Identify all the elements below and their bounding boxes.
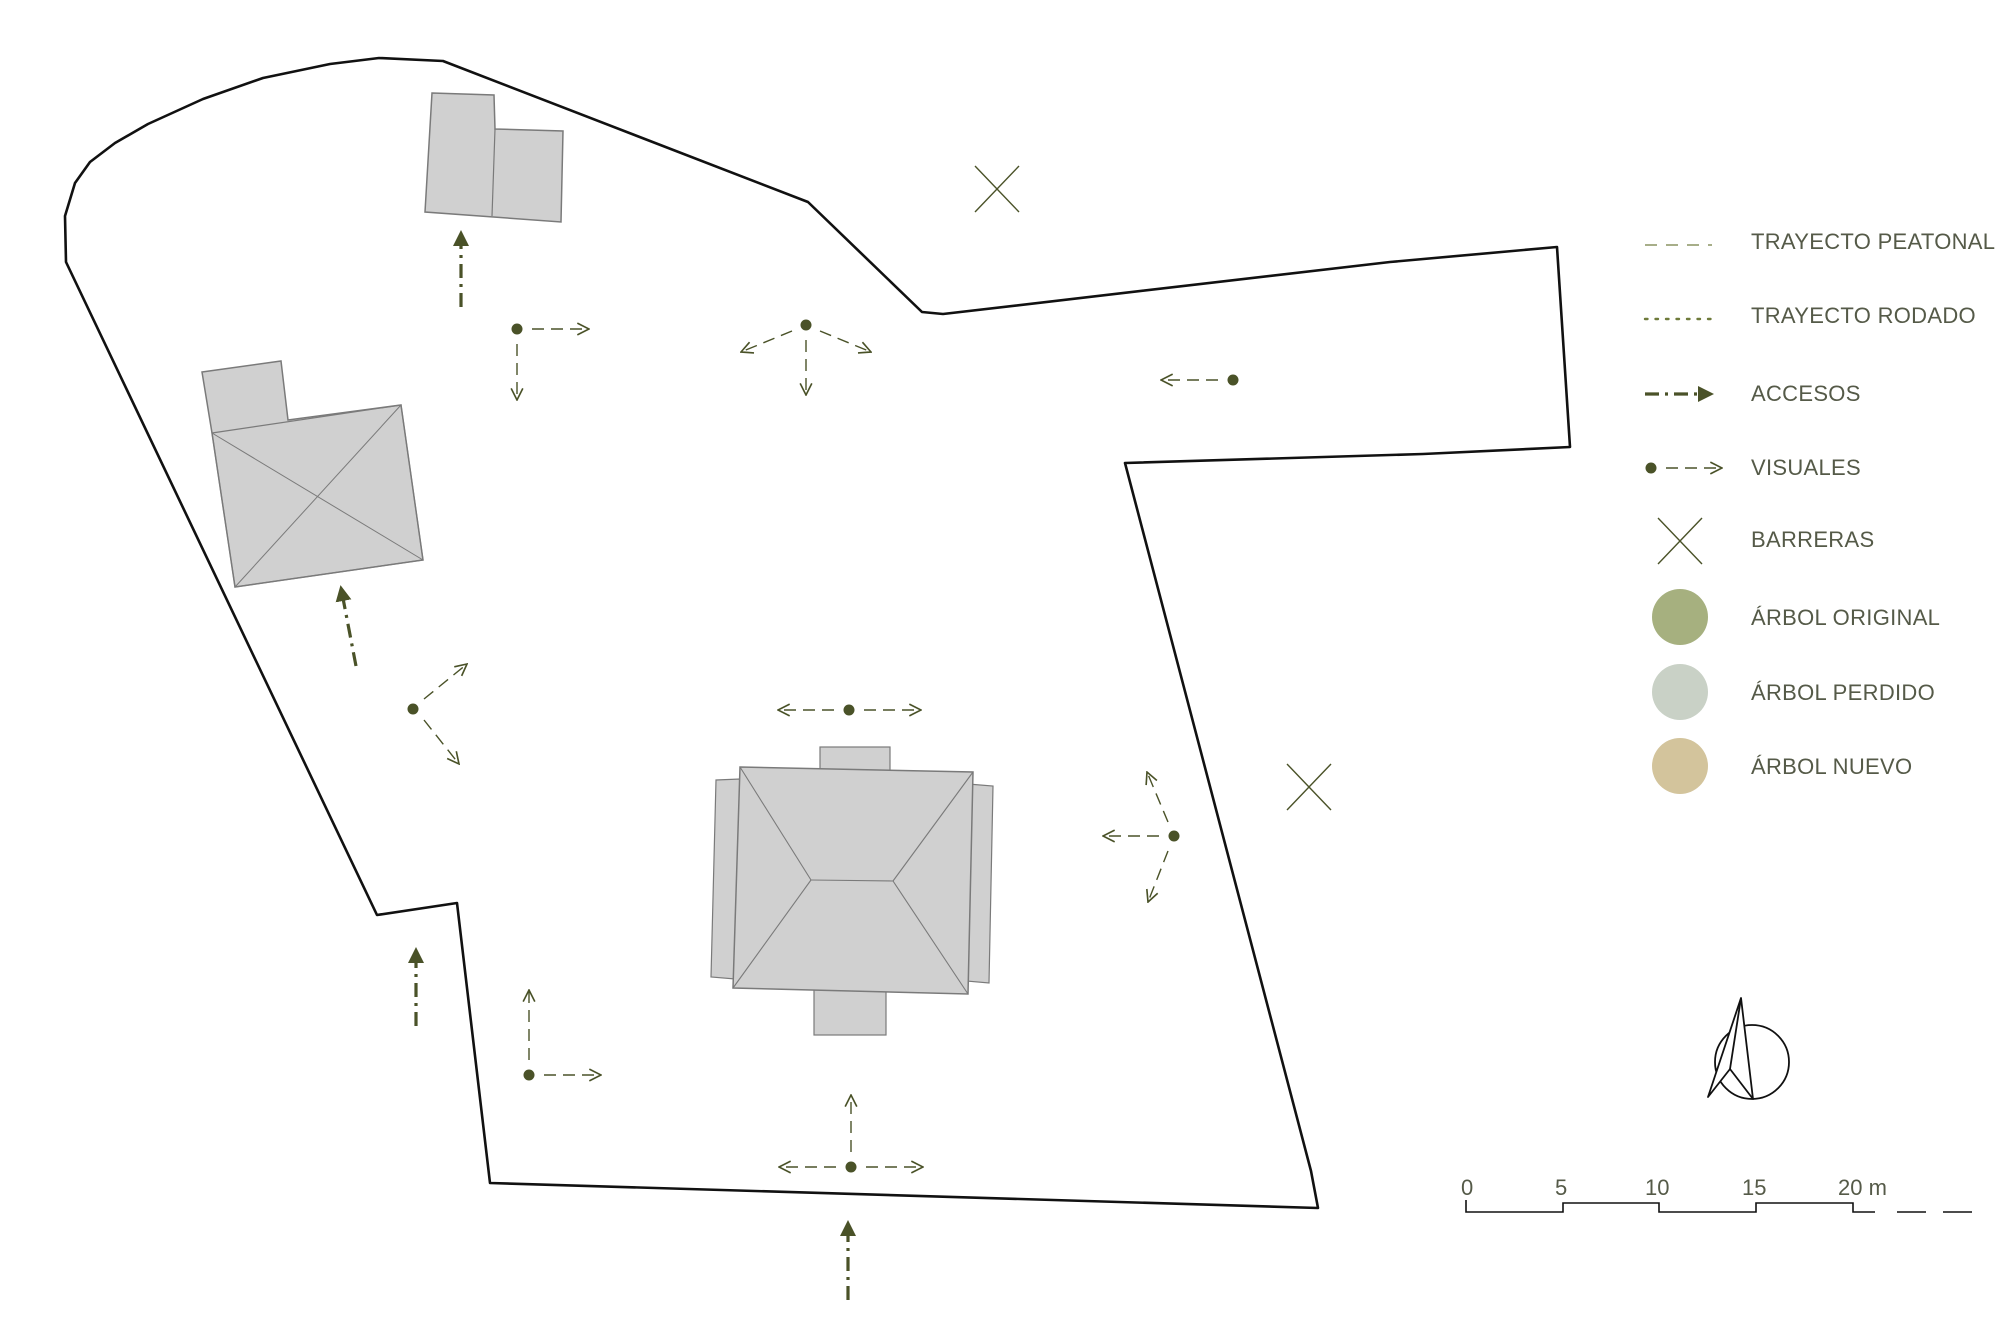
view-point xyxy=(1103,772,1180,902)
legend-label: ÁRBOL ORIGINAL xyxy=(1751,605,1940,630)
legend-item-arbol-original: ÁRBOL ORIGINAL xyxy=(1652,589,1940,645)
north-arrow-icon xyxy=(1707,997,1790,1100)
site-boundary xyxy=(63,56,1572,1210)
barrier-marker xyxy=(974,165,1020,213)
legend-item-barreras: BARRERAS xyxy=(1657,517,1874,565)
tree-new-icon xyxy=(1652,738,1708,794)
legend-item-trayecto-peatonal: TRAYECTO PEATONAL xyxy=(1645,229,1995,254)
view-point xyxy=(779,1095,923,1173)
legend: TRAYECTO PEATONAL TRAYECTO RODADO ACCESO… xyxy=(1643,229,1995,794)
legend-item-visuales: VISUALES xyxy=(1645,455,1861,480)
building-north xyxy=(424,92,564,223)
view-point xyxy=(1161,375,1239,386)
view-point xyxy=(778,705,921,716)
view-point xyxy=(524,990,602,1081)
scale-bar: 0 5 10 15 20 m xyxy=(1461,1175,1972,1213)
scale-tick-label: 5 xyxy=(1555,1175,1567,1200)
barrier-marker xyxy=(1286,763,1332,811)
legend-label: ACCESOS xyxy=(1751,381,1861,406)
legend-label: TRAYECTO RODADO xyxy=(1751,303,1976,328)
legend-label: BARRERAS xyxy=(1751,527,1874,552)
legend-item-arbol-nuevo: ÁRBOL NUEVO xyxy=(1652,738,1912,794)
building-west xyxy=(201,360,424,588)
building-central xyxy=(710,746,994,1036)
x-cross-icon xyxy=(1657,517,1703,565)
legend-label: VISUALES xyxy=(1751,455,1861,480)
legend-item-trayecto-rodado: TRAYECTO RODADO xyxy=(1643,303,1976,328)
legend-item-arbol-perdido: ÁRBOL PERDIDO xyxy=(1652,664,1935,720)
legend-item-accesos: ACCESOS xyxy=(1645,381,1861,406)
access-arrow xyxy=(335,585,358,667)
scale-tick-label: 15 xyxy=(1742,1175,1766,1200)
tree-lost-icon xyxy=(1652,664,1708,720)
view-point xyxy=(407,664,468,764)
tree-original-icon xyxy=(1652,589,1708,645)
legend-label: TRAYECTO PEATONAL xyxy=(1751,229,1995,254)
view-point xyxy=(512,324,590,401)
scale-tick-label: 0 xyxy=(1461,1175,1473,1200)
dot-dashed-arrow-icon xyxy=(1645,463,1723,474)
scale-tick-label: 10 xyxy=(1645,1175,1669,1200)
view-point xyxy=(741,319,871,396)
scale-tick-label: 20 m xyxy=(1838,1175,1887,1200)
legend-label: ÁRBOL NUEVO xyxy=(1751,754,1912,779)
legend-label: ÁRBOL PERDIDO xyxy=(1751,680,1935,705)
